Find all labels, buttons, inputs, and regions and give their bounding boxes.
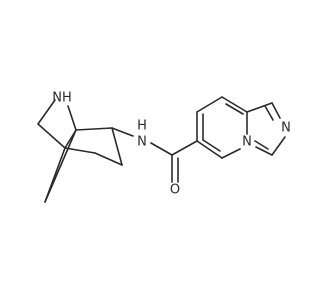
- imidazole-nitrogen-label: N: [281, 121, 291, 136]
- bond: [111, 127, 134, 137]
- bond: [67, 105, 77, 131]
- bond: [255, 146, 273, 156]
- bond: [150, 142, 173, 156]
- bond: [94, 152, 123, 166]
- bond: [225, 103, 244, 115]
- bond: [264, 105, 274, 121]
- bond: [271, 102, 281, 119]
- molecule-diagram: NH H N O N N: [37, 91, 291, 203]
- bond: [271, 136, 286, 156]
- imidazopyridine-ring: [196, 96, 286, 159]
- bond: [44, 129, 77, 203]
- atom-labels: NH H N O N N: [52, 91, 291, 198]
- amine-nh-label: NH: [52, 91, 72, 106]
- bond: [246, 102, 273, 113]
- bond: [64, 129, 77, 149]
- bond: [196, 140, 223, 159]
- amide-h-label: H: [137, 119, 147, 134]
- carbonyl-oxygen-label: O: [170, 183, 180, 198]
- bond: [221, 148, 241, 159]
- bond: [171, 140, 198, 156]
- amide-n-label: N: [137, 135, 147, 150]
- azabicycloheptane-ring: [37, 99, 123, 203]
- bridgehead-nitrogen-label: N: [242, 135, 252, 150]
- bond: [254, 140, 269, 150]
- bond: [75, 127, 113, 131]
- bond: [111, 127, 123, 166]
- bond: [64, 147, 96, 154]
- amide-linker: [111, 127, 198, 183]
- bond: [37, 99, 56, 125]
- bond: [37, 123, 66, 149]
- bond: [202, 139, 221, 152]
- bond: [196, 96, 223, 113]
- bond: [221, 96, 248, 113]
